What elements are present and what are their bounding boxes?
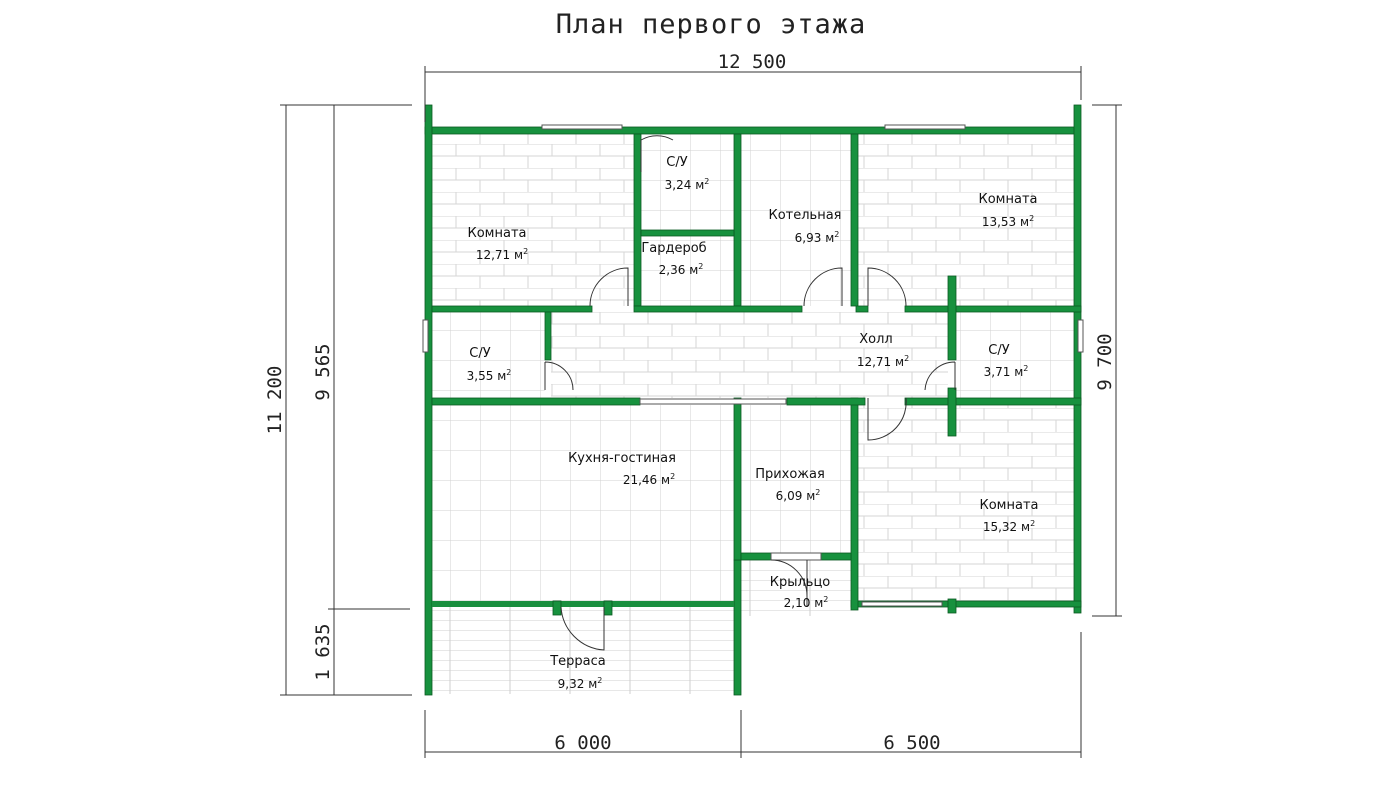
door-room-br: [867, 397, 907, 441]
floor-hall: [551, 312, 948, 398]
room-area-wc-right: 3,71 м2: [984, 364, 1029, 379]
floor-terrace: [432, 607, 734, 694]
floor-kitchen: [432, 405, 734, 601]
door-wc-top: [640, 135, 674, 172]
walls: [424, 104, 1082, 696]
room-name-room-br: Комната: [980, 498, 1039, 513]
wall-wc-wardrobe: [640, 229, 735, 237]
room-name-wc-top: С/У: [666, 155, 687, 170]
wall-wcr-left: [947, 275, 957, 361]
room-name-terrace: Терраса: [549, 654, 606, 669]
page-title: План первого этажа: [556, 9, 867, 40]
window-right: [1077, 319, 1084, 353]
terrace-post-1: [552, 600, 562, 616]
wall-wcr-left-low: [947, 387, 957, 437]
room-area-wardrobe: 2,36 м2: [659, 262, 704, 277]
room-area-wc-top: 3,24 м2: [665, 177, 710, 192]
wall-corr-top-2: [633, 305, 803, 313]
wall-left: [424, 104, 433, 696]
wall-right: [1073, 104, 1082, 614]
kitchen-opening: [639, 398, 787, 405]
porch-opening: [770, 552, 822, 561]
floor-boiler: [741, 134, 851, 306]
dim-bottom-left: 6 000: [554, 732, 611, 754]
wall-kitchen-entry: [733, 397, 742, 561]
door-room-tl: [589, 267, 629, 307]
door-terrace: [560, 606, 605, 651]
dim-left-outer: 11 200: [264, 366, 286, 435]
window-top-2: [884, 124, 966, 130]
door-room-tr: [867, 267, 907, 307]
floor-room-tr: [858, 134, 1074, 306]
wall-boiler-right: [850, 133, 859, 307]
room-name-hall: Холл: [859, 332, 892, 347]
doors: [544, 135, 956, 651]
floor-wc-left: [432, 312, 545, 398]
windows: [422, 124, 1084, 607]
room-area-boiler: 6,93 м2: [795, 230, 840, 245]
wall-entry-room: [850, 397, 859, 611]
dim-top-total: 12 500: [718, 51, 787, 73]
room-area-kitchen: 21,46 м2: [623, 472, 675, 487]
door-porch: [770, 559, 808, 607]
room-name-entry: Прихожая: [755, 467, 825, 482]
wall-terrace-right: [733, 559, 742, 696]
room-area-entry: 6,09 м2: [776, 488, 821, 503]
floor-wardrobe: [641, 236, 734, 306]
window-left: [422, 319, 429, 353]
dimension-lines: [280, 66, 1122, 758]
wall-wc-right: [733, 133, 742, 307]
room-post: [947, 598, 957, 614]
room-area-room-tl: 12,71 м2: [476, 247, 528, 262]
wall-corr-bot-1: [431, 397, 641, 406]
floor-entry: [741, 405, 851, 553]
wall-corr-bot-3: [904, 397, 1082, 406]
floor-porch: [741, 560, 851, 616]
dim-right: 9 700: [1094, 333, 1116, 390]
room-name-boiler: Котельная: [768, 208, 841, 223]
floor-room-br: [858, 405, 1074, 601]
room-area-terrace: 9,32 м2: [558, 676, 603, 691]
room-name-porch: Крыльцо: [770, 575, 831, 590]
room-area-porch: 2,10 м2: [784, 595, 829, 610]
floor-wc-top: [641, 134, 734, 230]
room-name-wc-left: С/У: [469, 346, 490, 361]
room-area-hall: 12,71 м2: [857, 354, 909, 369]
wall-kitchen-bottom: [432, 601, 734, 607]
wall-corr-top-1: [431, 305, 593, 313]
room-area-wc-left: 3,55 м2: [467, 368, 512, 383]
wall-wc-left: [633, 133, 642, 307]
wall-corr-top-3: [855, 305, 869, 313]
room-name-kitchen: Кухня-гостиная: [568, 451, 676, 466]
room-name-room-tr: Комната: [979, 192, 1038, 207]
dim-bottom-right: 6 500: [883, 732, 940, 754]
room-name-wc-right: С/У: [988, 343, 1009, 358]
room-labels: Комната 12,71 м2 С/У 3,24 м2 Гардероб 2,…: [467, 155, 1039, 691]
window-top-1: [541, 124, 623, 130]
floors: [432, 134, 1074, 694]
room-name-wardrobe: Гардероб: [641, 241, 706, 256]
terrace-post-2: [603, 600, 613, 616]
door-wc-left: [544, 361, 574, 391]
wall-corr-top-4: [904, 305, 1082, 313]
dim-left-terrace: 1 635: [312, 623, 334, 680]
door-wc-right: [924, 361, 956, 391]
wall-wcl-right: [544, 311, 552, 361]
door-boiler: [803, 267, 843, 307]
floor-room-tl: [432, 134, 637, 306]
window-bottom: [861, 601, 943, 607]
room-name-room-tl: Комната: [468, 226, 527, 241]
wall-corr-bot-2: [786, 397, 866, 406]
room-area-room-br: 15,32 м2: [983, 519, 1035, 534]
wall-top: [424, 126, 1081, 135]
room-area-room-tr: 13,53 м2: [982, 214, 1034, 229]
dim-left-inner: 9 565: [312, 343, 334, 400]
floor-wc-right: [956, 312, 1074, 398]
